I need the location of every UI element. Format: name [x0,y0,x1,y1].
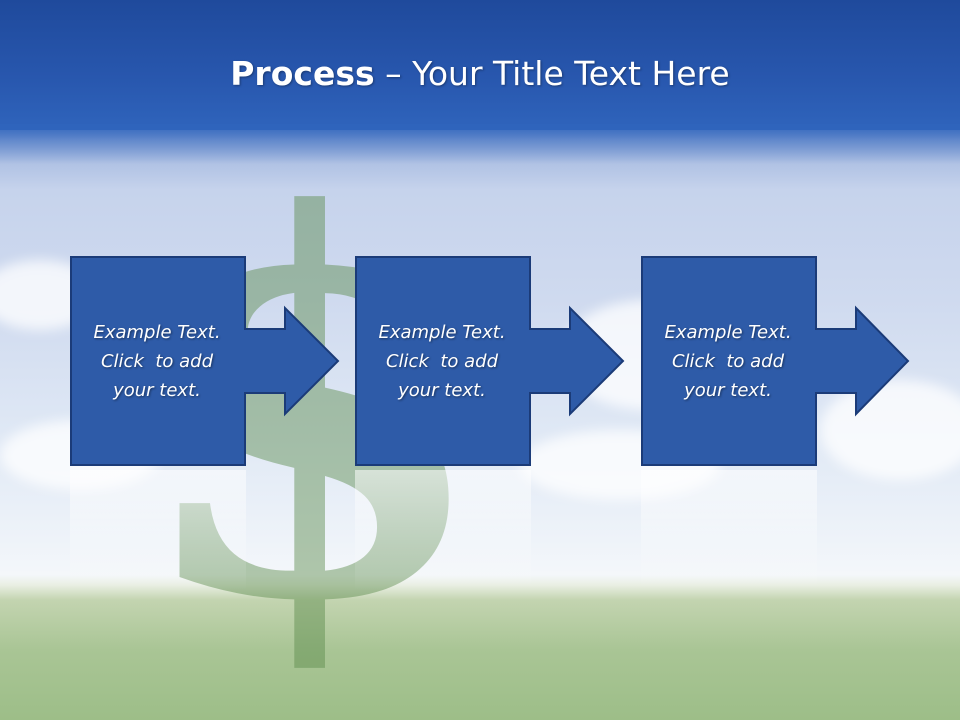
step-line-1: Example Text. [378,321,506,343]
title-bold: Process [230,54,375,93]
step-line-3: your text. [398,379,486,401]
page-title[interactable]: Process – Your Title Text Here [0,52,960,96]
step-text[interactable]: Example Text. Click to add your text. [643,256,813,466]
header-band [0,0,960,130]
process-step-2[interactable]: Example Text. Click to add your text. [355,256,625,468]
step-text[interactable]: Example Text. Click to add your text. [357,256,527,466]
cloud [820,380,960,480]
header-fade [0,124,960,164]
step-line-3: your text. [684,379,772,401]
step-shape [641,256,910,466]
title-rest: – Your Title Text Here [374,54,730,93]
step-text[interactable]: Example Text. Click to add your text. [72,256,242,466]
step-line-1: Example Text. [664,321,792,343]
step-shape [70,256,340,466]
step-line-2: Click to add [385,350,498,372]
process-step-1[interactable]: Example Text. Click to add your text. [70,256,340,468]
step-line-2: Click to add [671,350,784,372]
step-line-3: your text. [113,379,201,401]
process-step-3[interactable]: Example Text. Click to add your text. [641,256,911,468]
step-line-2: Click to add [100,350,213,372]
step-line-1: Example Text. [93,321,221,343]
step-shape [355,256,625,466]
